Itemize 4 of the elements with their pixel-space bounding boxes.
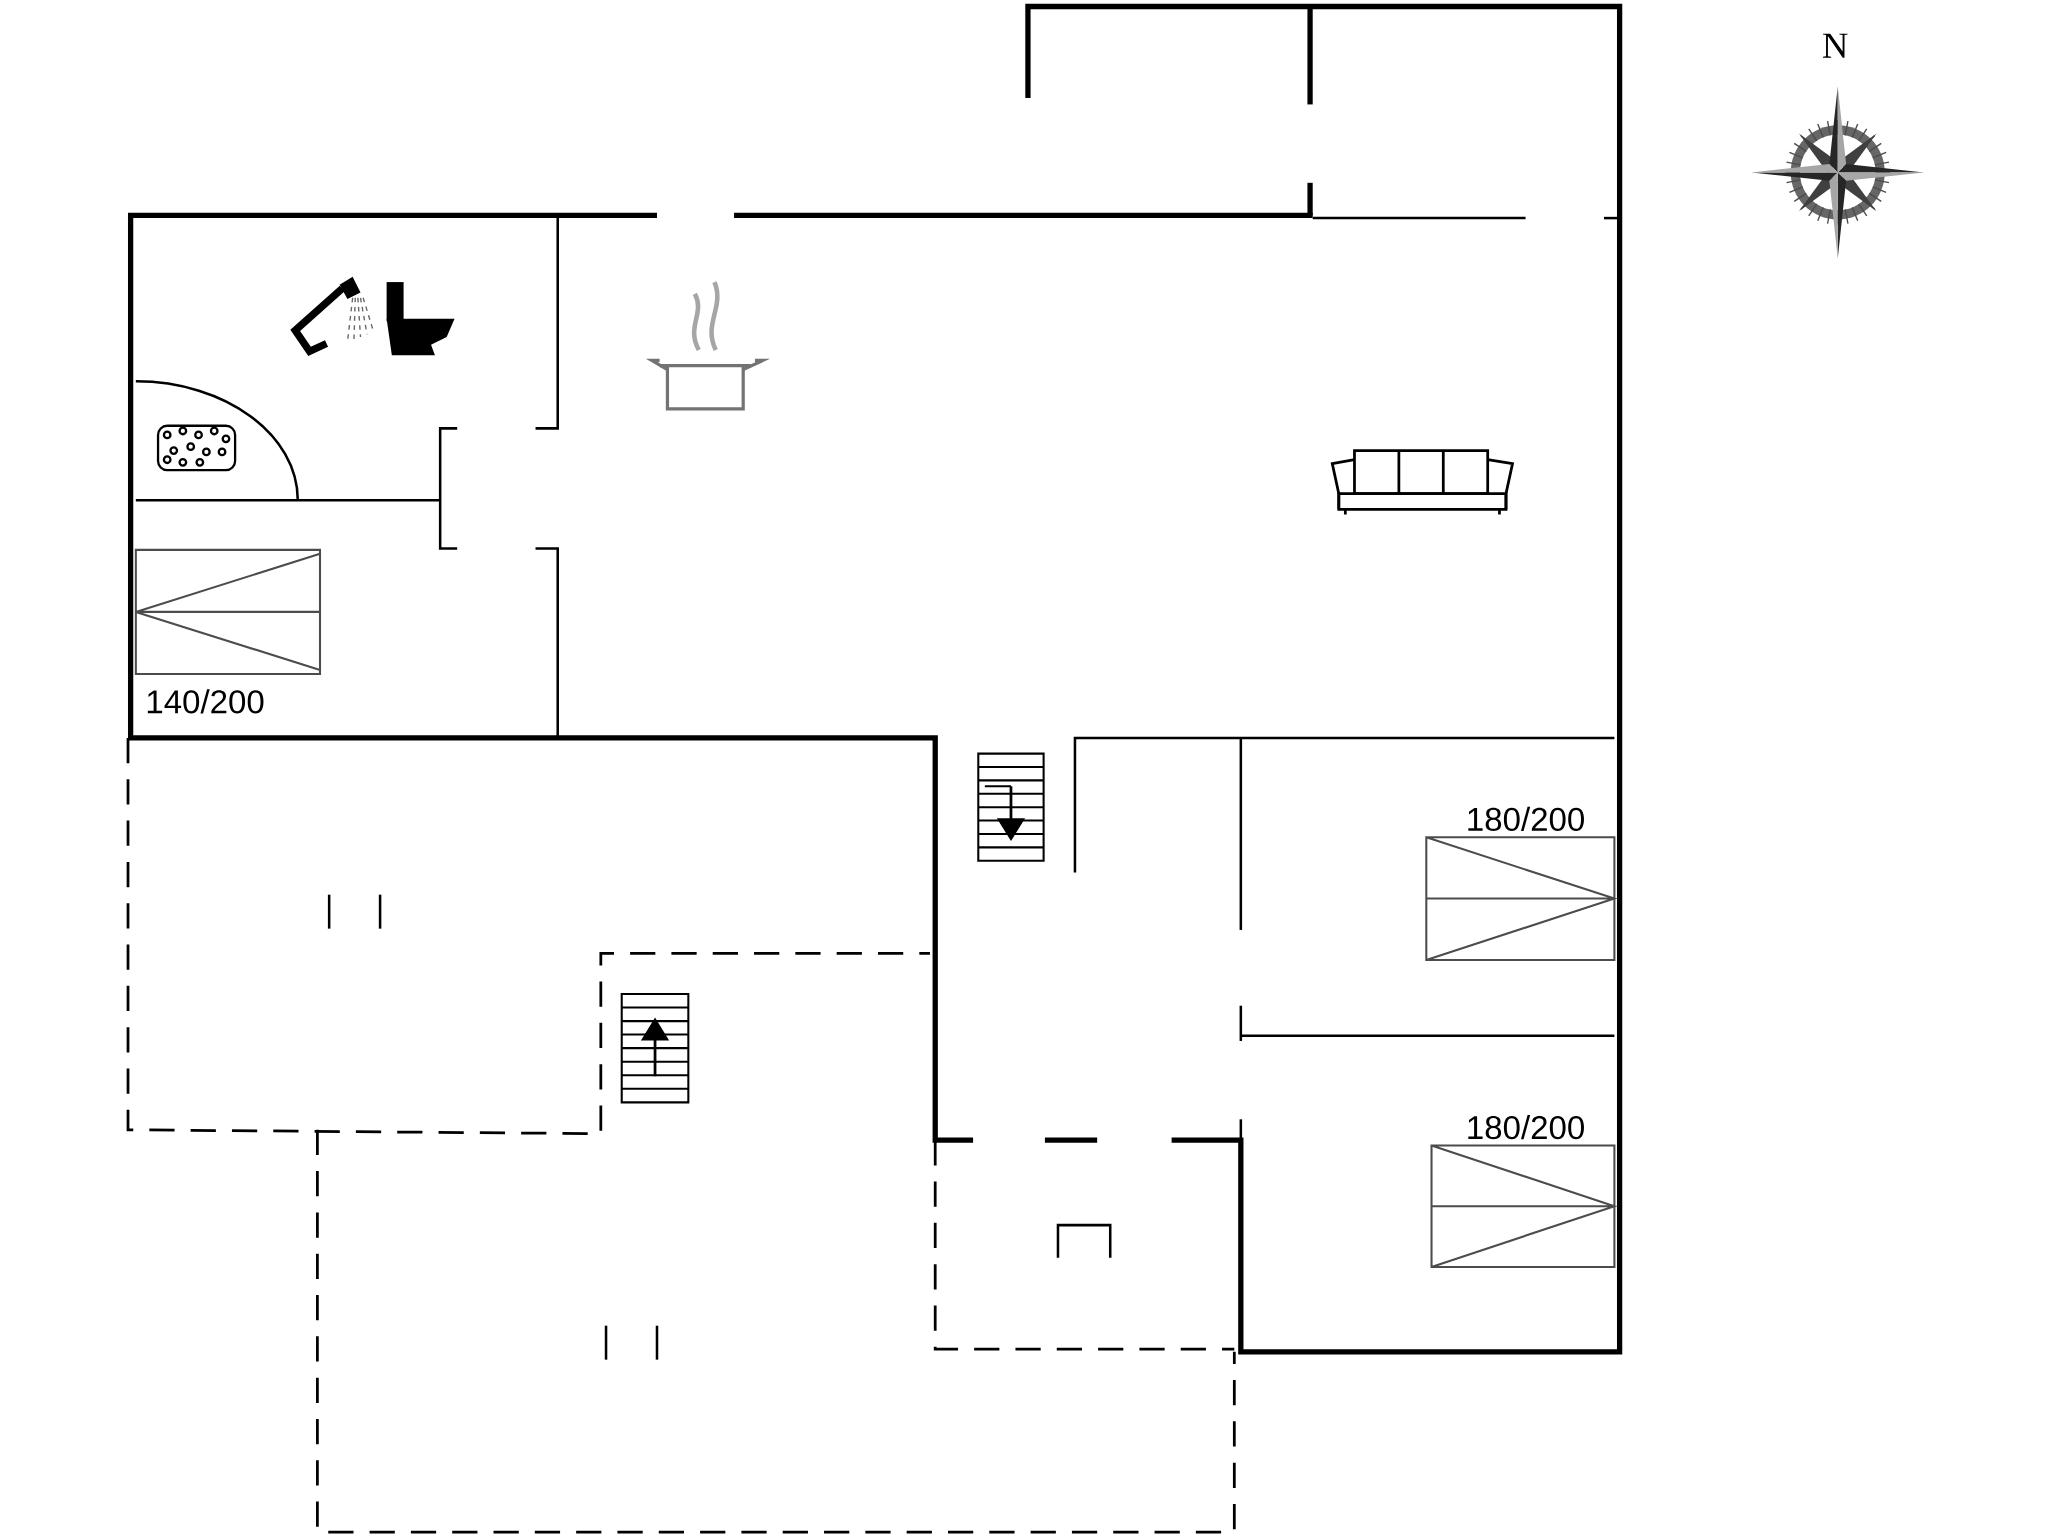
bed-size-label: 180/200 — [1468, 1115, 1584, 1140]
bed-size-label: 140/200 — [147, 689, 264, 714]
bed-size-label: 180/200 — [1468, 806, 1584, 831]
compass-label: N — [1822, 33, 1848, 58]
